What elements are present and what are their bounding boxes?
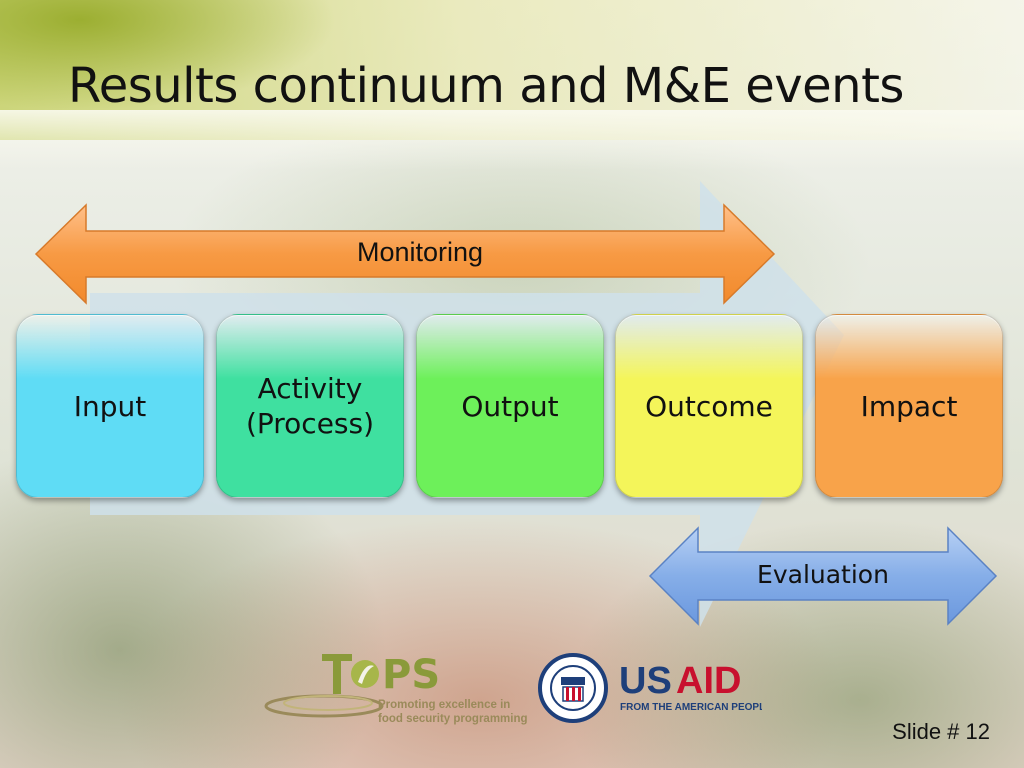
- evaluation-label: Evaluation: [757, 560, 889, 589]
- stage-label-outcome: Outcome: [645, 389, 773, 423]
- stage-box-impact: Impact: [815, 314, 1003, 498]
- svg-text:food security programming: food security programming: [378, 713, 528, 725]
- stage-label-input: Input: [73, 389, 147, 423]
- stage-box-outcome: Outcome: [615, 314, 803, 498]
- monitoring-arrow: [34, 203, 776, 305]
- stage-box-activity: Activity (Process): [216, 314, 404, 498]
- stage-box-input: Input: [16, 314, 204, 498]
- slide-number: Slide # 12: [892, 719, 990, 744]
- banner-fade: [0, 110, 1024, 170]
- svg-text:FROM THE AMERICAN PEOPLE: FROM THE AMERICAN PEOPLE: [620, 702, 762, 713]
- stage-label-activity: Activity (Process): [245, 372, 375, 440]
- svg-text:Promoting excellence in: Promoting excellence in: [378, 699, 510, 711]
- svg-text:US: US: [619, 660, 672, 702]
- tops-logo: PS Promoting excellence in food security…: [264, 652, 528, 725]
- slide-title: Results continuum and M&E events: [68, 58, 904, 114]
- tops-wordmark: PS: [382, 652, 440, 698]
- evaluation-arrow: [648, 526, 998, 626]
- usaid-logo: US AID FROM THE AMERICAN PEOPLE: [538, 653, 762, 723]
- stage-box-output: Output: [416, 314, 604, 498]
- stage-label-impact: Impact: [860, 389, 958, 423]
- stage-label-output: Output: [461, 389, 559, 423]
- partner-logos: PS Promoting excellence in food security…: [264, 652, 762, 725]
- svg-text:AID: AID: [676, 660, 741, 702]
- monitoring-label: Monitoring: [356, 237, 484, 267]
